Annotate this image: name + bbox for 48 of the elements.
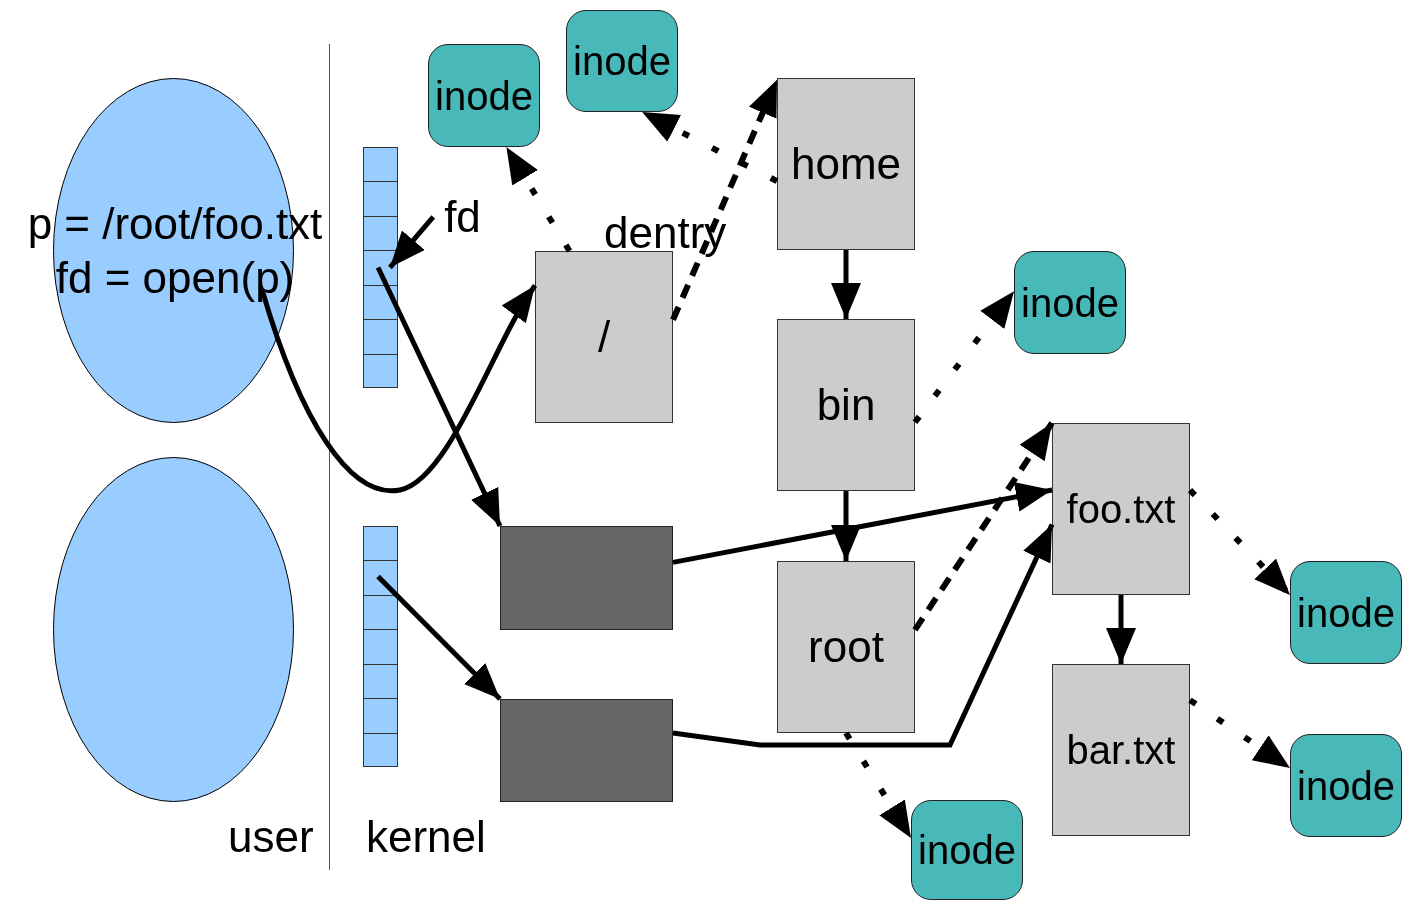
code-text: p = /root/foo.txt fd = open(p) — [26, 197, 324, 304]
arrow — [640, 109, 779, 184]
arrow — [375, 266, 503, 528]
dentry-box — [777, 561, 915, 733]
arrow — [831, 250, 861, 319]
node-label: inode — [1297, 762, 1395, 810]
arrow — [843, 731, 914, 840]
fd-label: fd — [444, 191, 481, 244]
inode-box — [1014, 251, 1126, 354]
arrow — [912, 421, 1055, 632]
caption-label: dentry — [604, 208, 727, 258]
arrow — [912, 289, 1017, 424]
arrow — [670, 78, 780, 321]
arrow — [376, 574, 502, 701]
file-box — [500, 699, 673, 802]
file-box — [500, 526, 673, 630]
arrow — [388, 215, 436, 270]
arrow — [1187, 488, 1293, 598]
node-label: bar.txt — [1066, 727, 1176, 774]
node-label: inode — [435, 72, 533, 120]
arrow — [1106, 595, 1136, 664]
region-label: kernel — [366, 812, 486, 862]
arrow — [1188, 697, 1292, 771]
node-label: / — [597, 310, 611, 363]
node-label: inode — [573, 38, 671, 85]
node-label: inode — [918, 827, 1016, 874]
arrow — [672, 523, 1055, 748]
fd-table — [363, 526, 398, 767]
inode-box — [566, 10, 678, 112]
inode-box — [1290, 561, 1402, 664]
inode-box — [1290, 734, 1402, 837]
node-label: root — [808, 620, 884, 673]
node-label: foo.txt — [1066, 486, 1176, 533]
node-label: bin — [816, 378, 876, 431]
arrow — [672, 482, 1053, 565]
dentry-box — [1052, 664, 1190, 836]
dentry-box — [777, 78, 915, 250]
fd-table — [363, 147, 398, 388]
node-label: inode — [1021, 279, 1119, 327]
inode-box — [428, 44, 540, 147]
arrow — [503, 145, 573, 253]
node-label: home — [790, 137, 902, 190]
node-label: inode — [1297, 589, 1395, 637]
inode-box — [911, 800, 1023, 900]
dentry-box — [777, 319, 915, 491]
dentry-box — [1052, 423, 1190, 595]
arrow — [831, 491, 861, 561]
region-label: user — [228, 812, 314, 862]
